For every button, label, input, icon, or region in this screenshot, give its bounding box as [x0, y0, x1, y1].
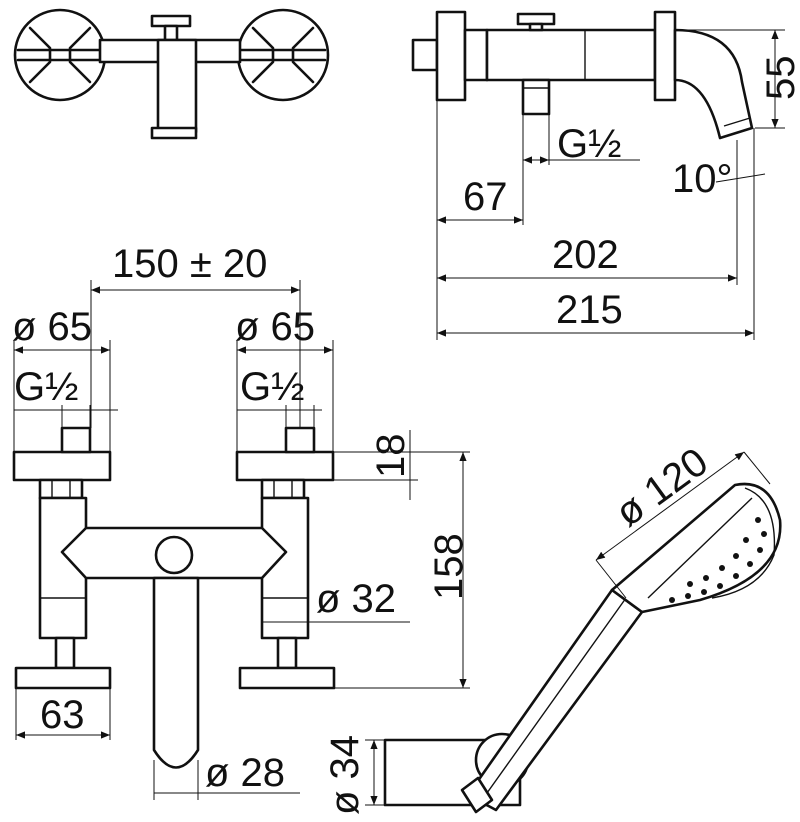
side-view-dimensions: G½ 67 202 215 55 10°	[436, 29, 800, 340]
handle-side	[653, 10, 677, 102]
right-handle-stem	[276, 636, 298, 670]
wall-flange-stub	[411, 38, 439, 72]
right-thread-label: G½	[240, 365, 304, 409]
elevation-view	[12, 426, 336, 769]
dim-202-label: 202	[552, 233, 619, 277]
diameter-32-label: ø 32	[316, 577, 396, 621]
left-handle-stem	[54, 636, 76, 670]
left-thread-label: G½	[14, 365, 78, 409]
spout-front	[156, 38, 198, 139]
hand-shower	[383, 482, 782, 814]
shower-handle	[466, 588, 644, 812]
shower-outlet	[521, 78, 551, 116]
left-handle	[14, 666, 112, 690]
front-view	[13, 8, 330, 140]
left-union-nut	[38, 478, 84, 500]
diverter-stem	[163, 24, 179, 42]
left-rosette	[12, 450, 112, 482]
dim-55-label: 55	[759, 56, 800, 101]
right-inlet	[284, 426, 316, 454]
left-handle-rosette	[13, 8, 107, 102]
diverter-cap	[154, 535, 194, 575]
spout-outlet	[150, 126, 198, 140]
mixer-body-side	[485, 28, 657, 82]
dim-63-label: 63	[40, 693, 85, 737]
left-inlet	[60, 426, 92, 454]
dim-215-label: 215	[556, 288, 623, 332]
diverter-knob-side	[516, 12, 556, 26]
dim-67-label: 67	[463, 175, 508, 219]
wall-rosette	[435, 10, 467, 102]
dim-150-label: 150 ± 20	[112, 242, 267, 286]
eccentric-union	[463, 28, 489, 82]
side-view	[411, 10, 754, 140]
left-cross-handle	[16, 26, 104, 84]
hose-connector	[460, 776, 494, 814]
angle-10-label: 10°	[672, 157, 733, 201]
spout	[152, 576, 200, 769]
diameter-34-label: ø 34	[323, 735, 367, 815]
top-thread-label: G½	[557, 122, 621, 166]
right-handle-rosette	[236, 8, 330, 102]
right-diameter-65-label: ø 65	[235, 305, 315, 349]
elevation-dimensions: 150 ± 20 ø 65 ø 65 G½ G½ 18 158 ø 32 63	[12, 242, 471, 800]
right-handle	[238, 666, 336, 690]
dim-158-label: 158	[427, 533, 471, 600]
diameter-28-label: ø 28	[205, 751, 285, 795]
dim-18-label: 18	[369, 434, 413, 479]
left-diameter-65-label: ø 65	[12, 305, 92, 349]
diverter-knob	[150, 14, 192, 28]
spout-side	[673, 28, 754, 140]
right-cross-handle	[239, 26, 327, 84]
right-union-nut	[260, 478, 306, 500]
right-rosette	[235, 450, 335, 482]
